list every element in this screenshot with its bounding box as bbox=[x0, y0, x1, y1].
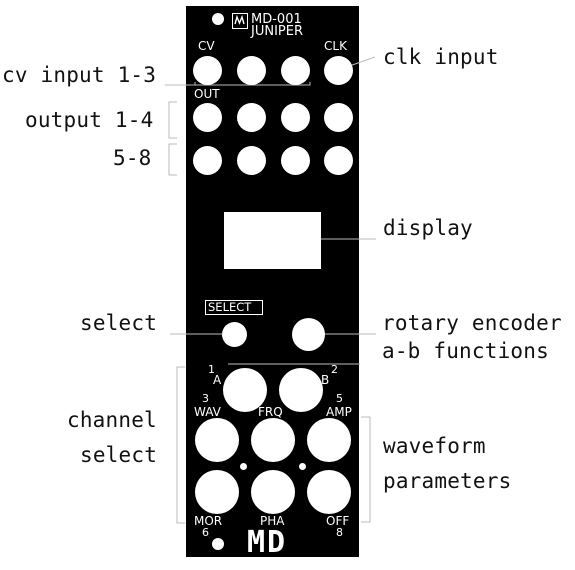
callout-output-5-8: 5-8 bbox=[113, 146, 152, 170]
module-name: JUNIPER bbox=[251, 24, 303, 39]
channel-bracket bbox=[176, 366, 185, 524]
amp-knob[interactable] bbox=[307, 418, 351, 462]
mor-knob[interactable] bbox=[195, 470, 239, 514]
clk-input-jack[interactable] bbox=[324, 56, 353, 85]
brand-logo-box bbox=[232, 13, 248, 29]
callout-parameters: parameters bbox=[383, 469, 512, 493]
callout-waveform: waveform bbox=[383, 434, 486, 458]
label-amp: AMP bbox=[326, 405, 352, 419]
label-a-number: 1 bbox=[208, 363, 215, 376]
channel-a-knob[interactable] bbox=[223, 368, 267, 412]
cv-input-1-jack[interactable] bbox=[193, 56, 222, 85]
output-3-jack[interactable] bbox=[281, 103, 310, 132]
callout-clk-input: clk input bbox=[383, 45, 499, 69]
label-off: OFF bbox=[326, 514, 350, 528]
cv-input-2-jack[interactable] bbox=[237, 56, 266, 85]
callout-ab-functions: a-b functions bbox=[382, 339, 549, 363]
frq-knob[interactable] bbox=[251, 418, 295, 462]
rotary-encoder[interactable] bbox=[292, 318, 325, 351]
pha-knob[interactable] bbox=[251, 470, 295, 514]
select-button[interactable] bbox=[222, 322, 247, 347]
label-cv: CV bbox=[198, 39, 215, 53]
wav-knob[interactable] bbox=[195, 418, 239, 462]
label-a: A bbox=[213, 373, 222, 387]
label-off-number: 8 bbox=[336, 526, 343, 539]
output-1-jack[interactable] bbox=[193, 103, 222, 132]
callout-cv-input: cv input 1-3 bbox=[2, 63, 157, 87]
label-mor: MOR bbox=[194, 514, 223, 528]
callout-display: display bbox=[383, 216, 473, 240]
output-2-jack[interactable] bbox=[237, 103, 266, 132]
label-wav: WAV bbox=[194, 405, 221, 419]
model-number: MD-001 bbox=[251, 12, 302, 27]
display-screen bbox=[224, 212, 321, 269]
label-out: OUT bbox=[194, 87, 220, 101]
label-wav-number: 3 bbox=[202, 392, 209, 405]
waveform-icon bbox=[234, 14, 245, 25]
callout-channel-select: select bbox=[80, 443, 158, 467]
callout-select: select bbox=[80, 311, 158, 335]
label-b: B bbox=[321, 373, 330, 387]
cv-input-3-jack[interactable] bbox=[281, 56, 310, 85]
callout-rotary-encoder: rotary encoder bbox=[382, 311, 562, 335]
output-bracket-1 bbox=[168, 101, 177, 139]
label-mor-number: 6 bbox=[202, 526, 209, 539]
label-select: SELECT bbox=[208, 300, 252, 314]
mounting-hole bbox=[212, 538, 224, 550]
callout-output-1-4: output 1-4 bbox=[25, 108, 154, 132]
output-5-jack[interactable] bbox=[193, 146, 222, 175]
channel-led-right bbox=[299, 463, 306, 470]
channel-b-knob[interactable] bbox=[279, 368, 323, 412]
waveform-bracket bbox=[361, 416, 371, 523]
output-4-jack[interactable] bbox=[324, 103, 353, 132]
channel-led-left bbox=[240, 463, 247, 470]
output-6-jack[interactable] bbox=[237, 146, 266, 175]
module-panel bbox=[186, 6, 359, 557]
label-b-number: 2 bbox=[331, 363, 338, 376]
cv-leader bbox=[194, 82, 311, 86]
brand-logo: MD bbox=[247, 525, 288, 560]
select-label-box: SELECT bbox=[205, 300, 263, 315]
label-clk: CLK bbox=[324, 39, 347, 53]
label-pha: PHA bbox=[260, 514, 285, 528]
off-knob[interactable] bbox=[307, 470, 351, 514]
output-8-jack[interactable] bbox=[324, 146, 353, 175]
output-7-jack[interactable] bbox=[281, 146, 310, 175]
callout-channel: channel bbox=[67, 408, 157, 432]
power-led bbox=[212, 13, 224, 25]
output-bracket-2 bbox=[168, 143, 177, 176]
label-amp-number: 5 bbox=[336, 392, 343, 405]
label-frq: FRQ bbox=[258, 405, 283, 419]
